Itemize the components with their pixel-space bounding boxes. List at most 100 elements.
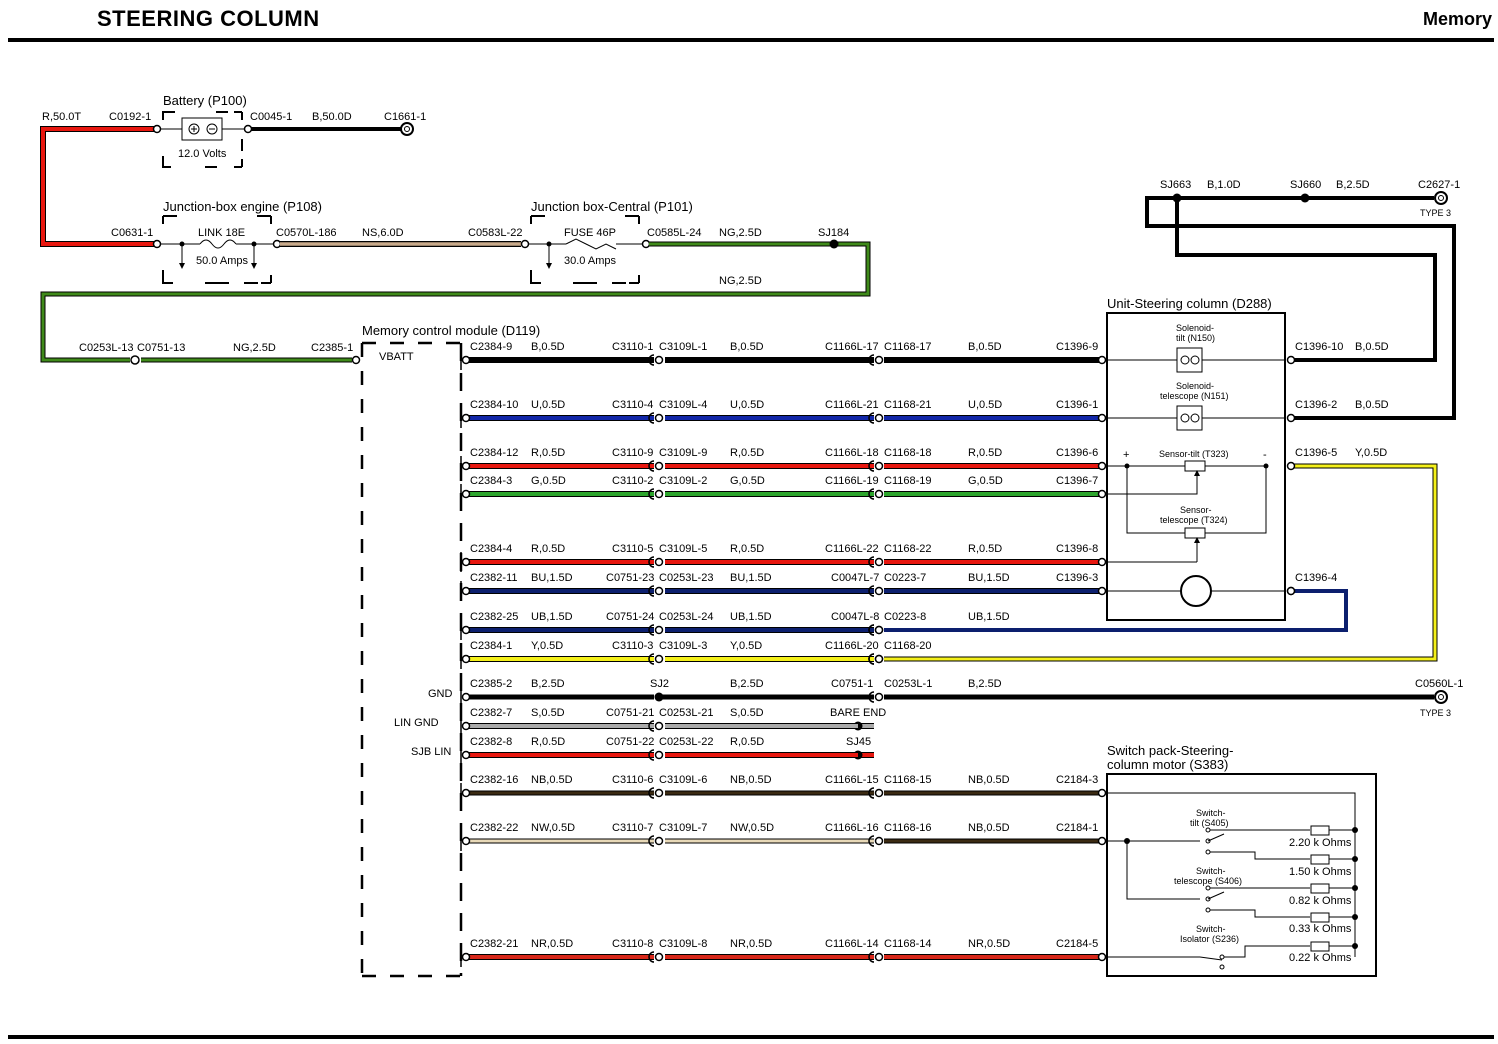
connector-label: C1166L-17	[825, 341, 879, 353]
wire-code-label: B,0.5D	[531, 341, 565, 353]
wire-code-label: NR,0.5D	[730, 938, 772, 950]
label-c0583: C0583L-22	[468, 227, 522, 239]
wire-code-label: Y,0.5D	[531, 640, 563, 652]
battery-title: Battery (P100)	[163, 93, 247, 108]
connector-label: C3109L-3	[659, 640, 707, 652]
connector-pin	[654, 625, 664, 635]
connector-pin	[654, 788, 664, 798]
connector-pin	[654, 489, 664, 499]
connector-label: C2384-4	[470, 543, 512, 555]
battery: Battery (P100) 12.0 Volts	[157, 93, 248, 168]
label-c0570: C0570L-186	[276, 227, 337, 239]
connector-label: C1396-4	[1295, 572, 1337, 584]
label-ns6: NS,6.0D	[362, 227, 404, 239]
switch-pack-title: Switch pack-Steering-	[1107, 743, 1233, 758]
connector-pin	[654, 952, 664, 962]
label-sj184: SJ184	[818, 227, 849, 239]
label-b50: B,50.0D	[312, 111, 352, 123]
wire-code-label: Y,0.5D	[730, 640, 762, 652]
connector-pin	[1097, 586, 1107, 596]
solenoid-tel-label-2: telescope (N151)	[1160, 391, 1229, 401]
connector-label: C1168-14	[884, 938, 932, 950]
connector-pin	[461, 721, 471, 731]
resistor-1-label: 2.20 k Ohms	[1289, 837, 1352, 849]
connector-pin	[654, 586, 664, 596]
connector-label: C2382-22	[470, 822, 518, 834]
connector-pin	[1097, 489, 1107, 499]
label-c0192: C0192-1	[109, 111, 151, 123]
connector-pin	[461, 952, 471, 962]
wire-code-label: NB,0.5D	[730, 774, 772, 786]
connector-pin	[654, 750, 664, 760]
wire-code-label: B,0.5D	[1355, 399, 1389, 411]
fuse-rating: 30.0 Amps	[564, 255, 616, 267]
connector-label: C3110-7	[612, 822, 653, 834]
connector-pin	[461, 692, 471, 702]
connector-label: C1396-8	[1056, 543, 1098, 555]
connector-pin	[874, 413, 884, 423]
connector-label: C1168-16	[884, 822, 932, 834]
connector-pin	[461, 836, 471, 846]
wire-code-label: NB,0.5D	[968, 774, 1010, 786]
connector-label: C1396-5	[1295, 447, 1337, 459]
connector-pin	[874, 692, 884, 702]
wire-code-label: Y,0.5D	[1355, 447, 1387, 459]
label-c2627: C2627-1	[1418, 179, 1460, 191]
connector-pin	[461, 557, 471, 567]
connector-pin	[874, 355, 884, 365]
connector-pin	[654, 461, 664, 471]
wire-code-label: UB,1.5D	[968, 611, 1010, 623]
label-type3a: TYPE 3	[1420, 208, 1451, 218]
wire-code-label: G,0.5D	[730, 475, 765, 487]
connector-label: C2384-9	[470, 341, 512, 353]
fuse-46p-label: FUSE 46P	[564, 227, 616, 239]
splice-sj663	[1172, 193, 1182, 203]
connector-label: C1166L-16	[825, 822, 879, 834]
connector-pin	[874, 461, 884, 471]
connector-label: C0751-23	[606, 572, 654, 584]
unit-steering-column: Unit-Steering column (D288) Solenoid- ti…	[1106, 296, 1286, 621]
junction-engine-title: Junction-box engine (P108)	[163, 199, 322, 214]
connector-pin	[1097, 461, 1107, 471]
connector-label: C3109L-7	[659, 822, 707, 834]
bare-end-label: BARE END	[830, 707, 886, 719]
connector-label: C0751-22	[606, 736, 654, 748]
pin-vbatt: VBATT	[379, 351, 414, 363]
connector-pin	[874, 586, 884, 596]
connector-label: C1166L-19	[825, 475, 879, 487]
connector-pin	[1286, 461, 1296, 471]
connector-label: C1396-2	[1295, 399, 1337, 411]
connector-label: C3110-8	[612, 938, 653, 950]
connector-pin	[461, 413, 471, 423]
connector-pin	[654, 654, 664, 664]
connector-label: C1166L-18	[825, 447, 879, 459]
wire-code-label: S,0.5D	[730, 707, 764, 719]
connector-pin	[654, 557, 664, 567]
wire-code-label: S,0.5D	[531, 707, 565, 719]
connector-label: C3109L-9	[659, 447, 707, 459]
connector-label: C2382-11	[470, 572, 518, 584]
connector-label: C3110-3	[612, 640, 653, 652]
connector-pin	[461, 586, 471, 596]
label-c2385-1: C2385-1	[311, 342, 353, 354]
splice-sj184	[829, 239, 839, 249]
switch-iso-label-2: Isolator (S236)	[1180, 934, 1239, 944]
connector-pin	[654, 413, 664, 423]
link-rating: 50.0 Amps	[196, 255, 248, 267]
connector-label: C0047L-7	[831, 572, 879, 584]
junction-central-title: Junction box-Central (P101)	[531, 199, 693, 214]
connector-label: C1168-17	[884, 341, 932, 353]
junction-box-engine: Junction-box engine (P108) LINK 18E 50.0…	[152, 199, 322, 284]
connector-label: C2382-7	[470, 707, 512, 719]
label-c0751-13: C0751-13	[137, 342, 185, 354]
wire-code-label: R,0.5D	[531, 736, 565, 748]
wire-code-label: NB,0.5D	[968, 822, 1010, 834]
connector-pin	[874, 654, 884, 664]
connector-label: C3109L-5	[659, 543, 707, 555]
wire-code-label: UB,1.5D	[730, 611, 772, 623]
connector-label: C0253L-23	[659, 572, 713, 584]
connector-label: C0047L-8	[831, 611, 879, 623]
wire-code-label: R,0.5D	[531, 447, 565, 459]
label-b10: B,1.0D	[1207, 179, 1241, 191]
wire-code-label: B,2.5D	[531, 678, 565, 690]
